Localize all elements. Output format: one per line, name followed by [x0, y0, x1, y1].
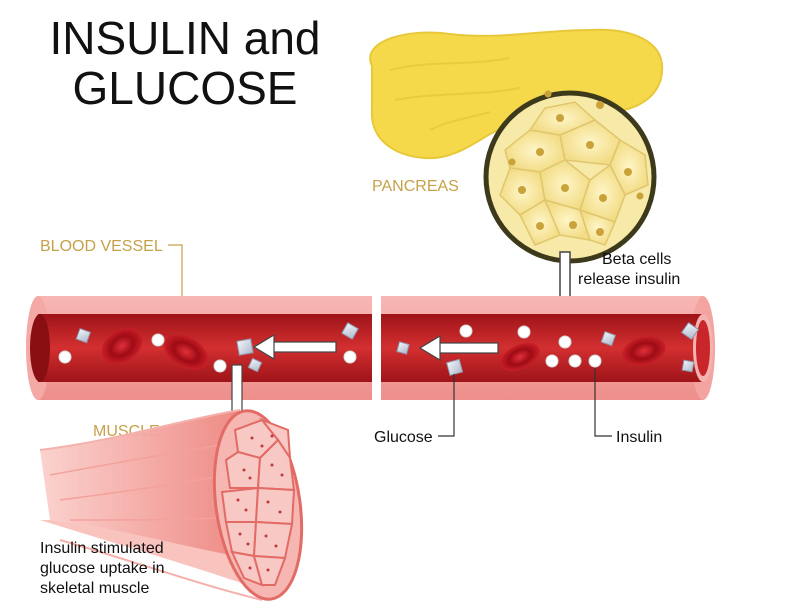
- beta-cells-label-line-1: Beta cells: [602, 251, 671, 268]
- uptake-label-line-3: skeletal muscle: [40, 580, 149, 597]
- insulin-label: Insulin: [616, 429, 662, 446]
- title-line-1: INSULIN and: [49, 12, 320, 64]
- uptake-label-line-2: glucose uptake in: [40, 560, 165, 577]
- arrow-left-icon: [418, 334, 499, 362]
- title-line-2: GLUCOSE: [73, 62, 298, 114]
- arrow-left-icon: [252, 333, 337, 361]
- glucose-label: Glucose: [374, 429, 433, 446]
- blood-vessel-leader-line: [168, 244, 183, 300]
- insulin-leader-line: [594, 368, 612, 437]
- pancreas-label: PANCREAS: [372, 178, 459, 195]
- beta-cells-label-line-2: release insulin: [578, 271, 680, 288]
- page-title: INSULIN and GLUCOSE: [49, 12, 320, 114]
- beta-cells-magnified: [483, 90, 657, 264]
- blood-vessel-left: [26, 296, 372, 400]
- glucose-cubes: [75, 321, 700, 376]
- blood-vessel-label: BLOOD VESSEL: [40, 238, 163, 255]
- insulin-spheres: [58, 324, 602, 373]
- pancreas-organ: [369, 28, 664, 160]
- glucose-leader-line: [438, 374, 455, 437]
- uptake-label-line-1: Insulin stimulated: [40, 540, 164, 557]
- skeletal-muscle: [39, 409, 304, 601]
- red-blood-cells: [101, 327, 666, 372]
